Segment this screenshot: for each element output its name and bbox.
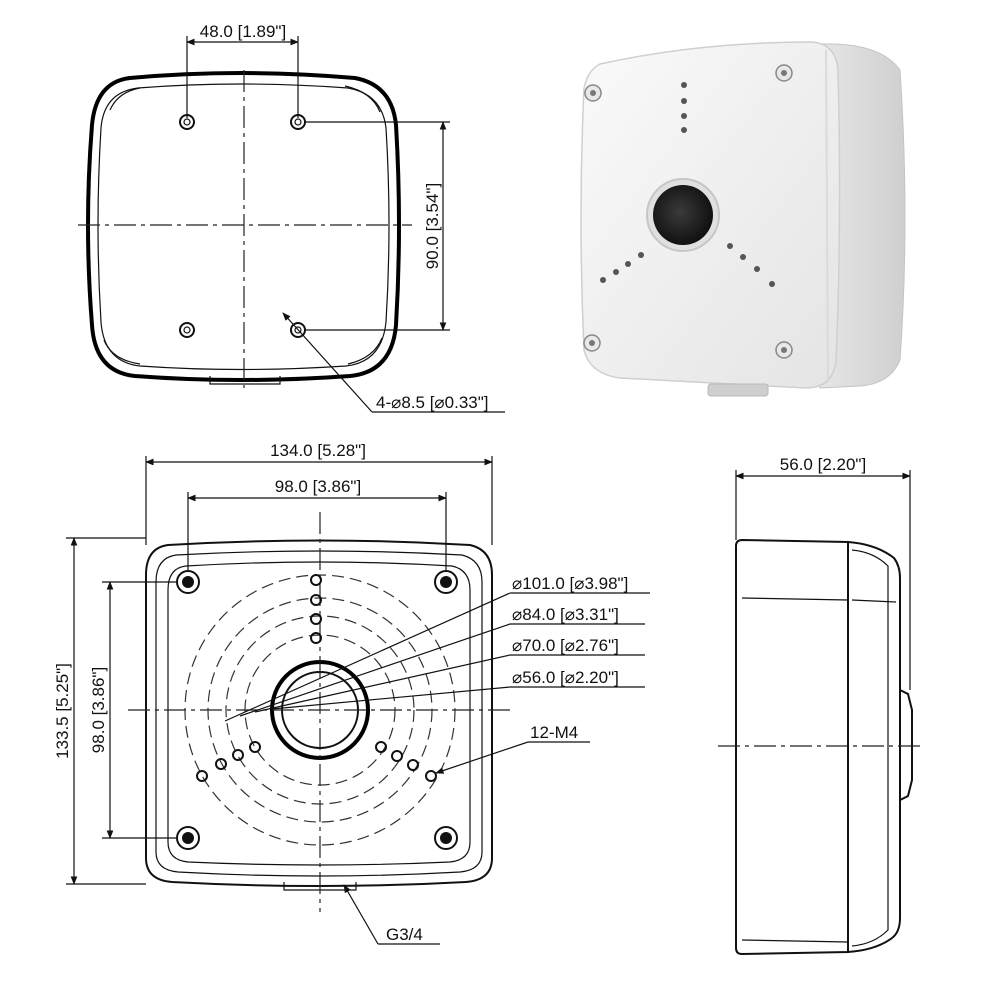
cable-entry-hole [653, 185, 713, 245]
product-render [580, 41, 906, 397]
m4-hole [249, 741, 261, 753]
dim-depth: 56.0 [2.20"] [780, 455, 866, 474]
dim-height: 133.5 [5.25"] [53, 663, 72, 759]
mount-hole [179, 322, 195, 338]
m4-hole [375, 741, 387, 753]
corner-screw [434, 570, 458, 594]
dim-hole-spacing: 48.0 [1.89"] [200, 22, 286, 41]
dim-inner-height: 98.0 [3.86"] [89, 667, 108, 753]
circle-callout-70: ⌀70.0 [⌀2.76"] [512, 636, 619, 655]
m4-hole [310, 613, 322, 625]
corner-screw [434, 826, 458, 850]
top-view-outline [86, 71, 401, 382]
m4-hole [310, 594, 322, 606]
corner-screw [176, 826, 200, 850]
corner-screw [775, 341, 793, 359]
m4-hole [425, 770, 437, 782]
circle-callout-84: ⌀84.0 [⌀3.31"] [512, 605, 619, 624]
corner-screw [775, 64, 793, 82]
screw-callout: 12-M4 [530, 723, 578, 742]
side-view: 56.0 [2.20"] [718, 455, 922, 956]
dim-width: 134.0 [5.28"] [270, 441, 366, 460]
m4-hole [196, 770, 208, 782]
hole-callout: 4-⌀8.5 [⌀0.33"] [376, 393, 489, 412]
corner-screw [584, 84, 602, 102]
top-view: 48.0 [1.89"] 90.0 [3.54"] 4-⌀8.5 [⌀0.33"… [78, 22, 505, 413]
corner-screw [176, 570, 200, 594]
dim-inner-width: 98.0 [3.86"] [275, 477, 361, 496]
corner-screw [583, 334, 601, 352]
m4-hole [310, 632, 322, 644]
circle-callout-101: ⌀101.0 [⌀3.98"] [512, 574, 628, 593]
circle-callout-56: ⌀56.0 [⌀2.20"] [512, 668, 619, 687]
m4-hole [310, 574, 322, 586]
m4-hole [215, 758, 227, 770]
m4-hole [391, 750, 403, 762]
front-view: 134.0 [5.28"] 98.0 [3.86"] 133.5 [5.25"]… [53, 441, 650, 945]
thread-callout: G3/4 [386, 925, 423, 944]
m4-hole [232, 749, 244, 761]
dim-vertical-spacing: 90.0 [3.54"] [423, 183, 442, 269]
m4-hole [407, 759, 419, 771]
